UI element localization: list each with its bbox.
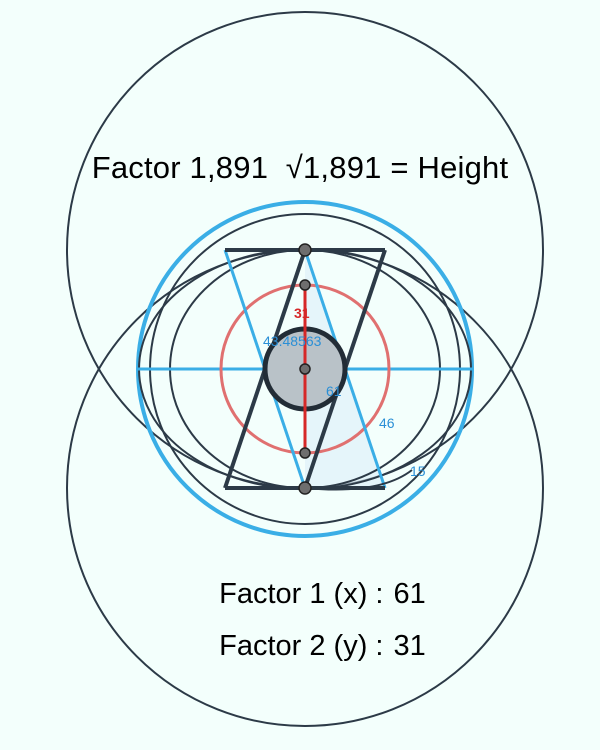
lower-lens-arc <box>149 368 461 525</box>
label-red-value: 31 <box>294 305 310 321</box>
page-title: Factor 1,891 √1,891 = Height <box>0 150 600 186</box>
factor-2-value: 31 <box>393 630 426 662</box>
label-center-value: 43.48563 <box>263 333 322 349</box>
factor-1-label: Factor 1 (x) : <box>219 578 384 610</box>
label-right-value: 46 <box>379 415 395 431</box>
point-top <box>298 243 312 257</box>
point-center <box>299 363 311 375</box>
factor-1-row: Factor 1 (x) : 61 <box>203 545 426 611</box>
blue-small-arc <box>304 469 413 491</box>
point-bottom <box>298 481 312 495</box>
factor-1-value: 61 <box>393 578 426 610</box>
label-inner-value: 61 <box>326 383 342 399</box>
point-upper <box>299 279 311 291</box>
title-formula: √1,891 = Height <box>285 150 509 185</box>
title-factor: Factor 1,891 <box>91 150 269 185</box>
point-lower <box>299 447 311 459</box>
label-small-value: 15 <box>410 463 426 479</box>
upper-lens-arc <box>149 213 461 370</box>
factor-2-row: Factor 2 (y) : 31 <box>203 597 426 663</box>
factor-2-label: Factor 2 (y) : <box>219 630 384 662</box>
